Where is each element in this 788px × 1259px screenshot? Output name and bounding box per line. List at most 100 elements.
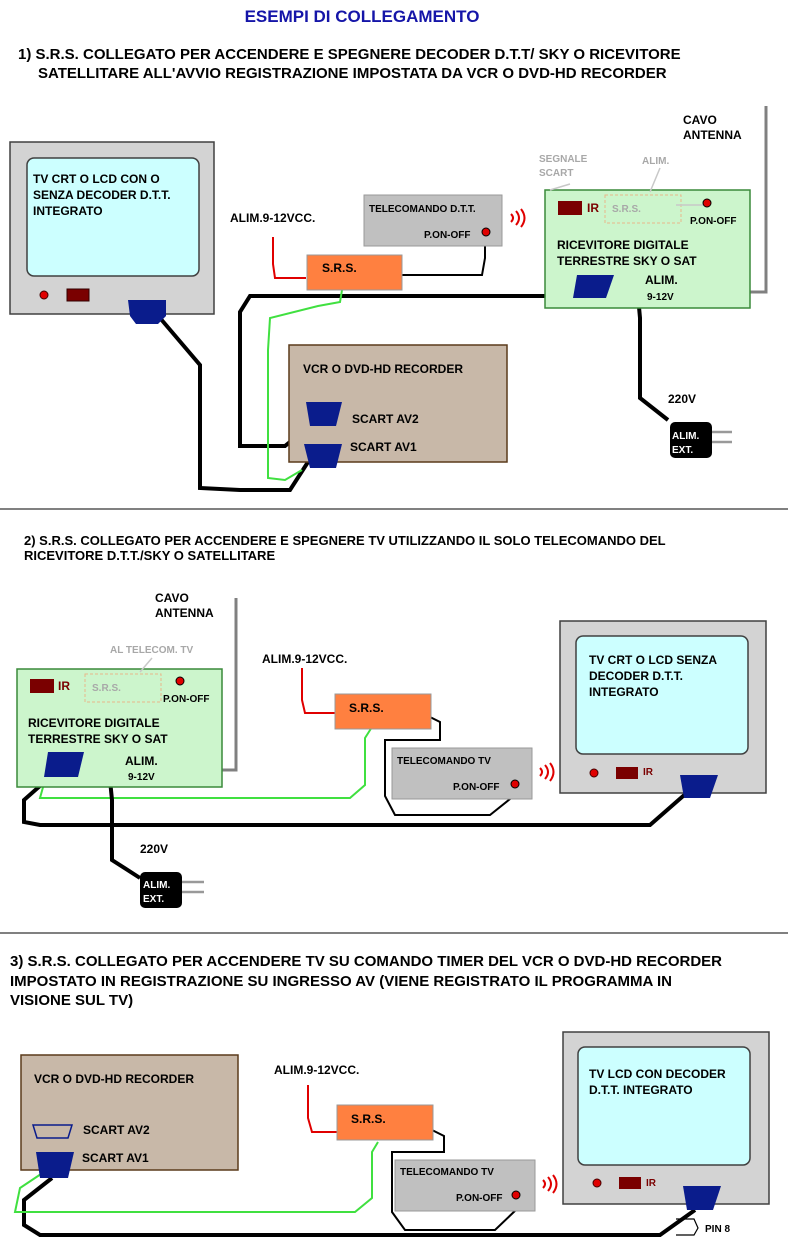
receiver-label-line1: RICEVITORE DIGITALE (557, 238, 689, 252)
tv-label-line1: TV CRT O LCD SENZA (589, 653, 717, 667)
remote-title: TELECOMANDO TV (400, 1167, 494, 1178)
section-1: 1) S.R.S. COLLEGATO PER ACCENDERE E SPEG… (9, 46, 768, 492)
scart-cable-tv-to-av1 (158, 316, 310, 492)
receiver-voltage-label: 9-12V (128, 772, 155, 783)
remote-power-button (511, 1190, 521, 1200)
alim-gray-label: ALIM. (642, 156, 669, 167)
section-3-heading-line2: IMPOSTATO IN REGISTRAZIONE SU INGRESSO A… (10, 973, 672, 990)
srs-label: S.R.S. (351, 1112, 386, 1126)
tv-ir-sensor (66, 288, 90, 302)
tv-ir-sensor (616, 767, 638, 779)
scart-av2-label: SCART AV2 (83, 1123, 150, 1137)
mains-voltage-label: 220V (668, 392, 696, 406)
external-power-plug: ALIM. EXT. (670, 422, 732, 458)
receiver-alim-label: ALIM. (645, 273, 678, 287)
plug-label-line1: ALIM. (143, 880, 170, 891)
section-1-heading-line1: 1) S.R.S. COLLEGATO PER ACCENDERE E SPEG… (18, 46, 681, 63)
receiver-label-line1: RICEVITORE DIGITALE (28, 716, 160, 730)
receiver: IR S.R.S. P.ON-OFF RICEVITORE DIGITALE T… (16, 657, 223, 788)
srs-inside-label: S.R.S. (612, 204, 641, 215)
signal-wire-srs (267, 289, 343, 482)
tv-screen (577, 1046, 751, 1166)
srs-inside-label: S.R.S. (92, 683, 121, 694)
section-1-heading-line2: SATELLITARE ALL'AVVIO REGISTRAZIONE IMPO… (38, 65, 667, 82)
plug-body (140, 872, 182, 908)
antenna-label-line2: ANTENNA (683, 128, 742, 142)
tv-label-line3: INTEGRATO (589, 685, 659, 699)
remote-control (363, 194, 503, 247)
antenna-label-line2: ANTENNA (155, 606, 214, 620)
srs-module (336, 1104, 434, 1141)
ir-waves-icon (510, 208, 526, 228)
signal-scart-label-line2: SCART (539, 168, 573, 179)
receiver-power-cable (108, 779, 142, 880)
receiver-voltage-label: 9-12V (647, 292, 674, 303)
receiver-scart-connector (44, 752, 84, 777)
external-power-plug: ALIM. EXT. (140, 872, 204, 908)
srs-power-wire (307, 1085, 338, 1133)
section-3-heading-line3: VISIONE SUL TV) (10, 992, 133, 1009)
tv-scart-connector (680, 775, 718, 798)
section-2-heading-line2: RICEVITORE D.T.T./SKY O SATELLITARE (24, 548, 275, 563)
tv-set: TV LCD CON DECODER D.T.T. INTEGRATO IR (562, 1031, 770, 1210)
plug-body (670, 422, 712, 458)
tv-label-line1: TV LCD CON DECODER (589, 1067, 726, 1081)
srs-inside-receiver (604, 194, 682, 224)
section-2-heading-line1: 2) S.R.S. COLLEGATO PER ACCENDERE E SPEG… (24, 533, 666, 548)
remote-title: TELECOMANDO D.T.T. (369, 204, 476, 215)
tv-power-led (39, 290, 49, 300)
al-telecom-label: AL TELECOM. TV (110, 645, 193, 656)
receiver-display (558, 201, 582, 215)
recorder-title: VCR O DVD-HD RECORDER (303, 362, 463, 376)
ir-waves-icon (542, 1174, 558, 1194)
receiver-display (30, 679, 54, 693)
tv-set: TV CRT O LCD SENZA DECODER D.T.T. INTEGR… (559, 620, 767, 798)
scart-av1-label: SCART AV1 (82, 1151, 149, 1165)
tv-scart-connector (128, 300, 166, 324)
receiver-power-led (702, 198, 712, 208)
tv-screen (575, 635, 749, 755)
remote-title: TELECOMANDO TV (397, 756, 491, 767)
receiver-scart-connector (573, 275, 614, 298)
srs-label: S.R.S. (322, 261, 357, 275)
srs-inside-receiver (84, 673, 162, 703)
scart-av1-label: SCART AV1 (350, 440, 417, 454)
receiver-label-line2: TERRESTRE SKY O SAT (28, 732, 168, 746)
scart-av2-label: SCART AV2 (352, 412, 419, 426)
tv-power-led (589, 768, 599, 778)
scart-cable-receiver-to-tv (22, 768, 692, 827)
srs-power-label: ALIM.9-12VCC. (262, 652, 347, 666)
receiver-power-cable (636, 295, 670, 422)
plug-label-line1: ALIM. (672, 431, 699, 442)
signal-wire-srs (13, 1141, 379, 1213)
tv-power-led (592, 1178, 602, 1188)
receiver-label-line2: TERRESTRE SKY O SAT (557, 254, 697, 268)
alim-leader-line (649, 167, 661, 193)
plug-label-line2: EXT. (672, 445, 693, 456)
srs-power-wire (272, 237, 306, 279)
scart-cable-recorder-to-tv (22, 1176, 697, 1237)
section-3-heading-line1: 3) S.R.S. COLLEGATO PER ACCENDERE TV SU … (10, 953, 722, 970)
page-title: ESEMPI DI COLLEGAMENTO (245, 7, 480, 26)
srs-to-remote-wire (391, 1129, 519, 1231)
tv-set: TV CRT O LCD CON O SENZA DECODER D.T.T. … (9, 141, 215, 315)
signal-scart-label-line1: SEGNALE (539, 154, 588, 165)
tv-label-line2: SENZA DECODER D.T.T. (33, 188, 171, 202)
srs-power-wire (301, 668, 336, 714)
receiver-power-led (175, 676, 185, 686)
antenna-label-line1: CAVO (683, 113, 717, 127)
recorder-box (20, 1054, 239, 1171)
srs-power-label: ALIM.9-12VCC. (274, 1063, 359, 1077)
remote-control (394, 1159, 536, 1212)
tv-ir-sensor (619, 1177, 641, 1189)
pin8-bracket (676, 1218, 699, 1236)
tv-label-line2: DECODER D.T.T. (589, 669, 683, 683)
recorder: VCR O DVD-HD RECORDER SCART AV2 SCART AV… (20, 1054, 239, 1178)
section-3: 3) S.R.S. COLLEGATO PER ACCENDERE TV SU … (10, 953, 770, 1237)
remote-power-button (510, 779, 520, 789)
scart-av1-connector (36, 1152, 74, 1178)
receiver-alim-label: ALIM. (125, 754, 158, 768)
recorder-title: VCR O DVD-HD RECORDER (34, 1072, 194, 1086)
scart-av2-connector (306, 402, 342, 426)
